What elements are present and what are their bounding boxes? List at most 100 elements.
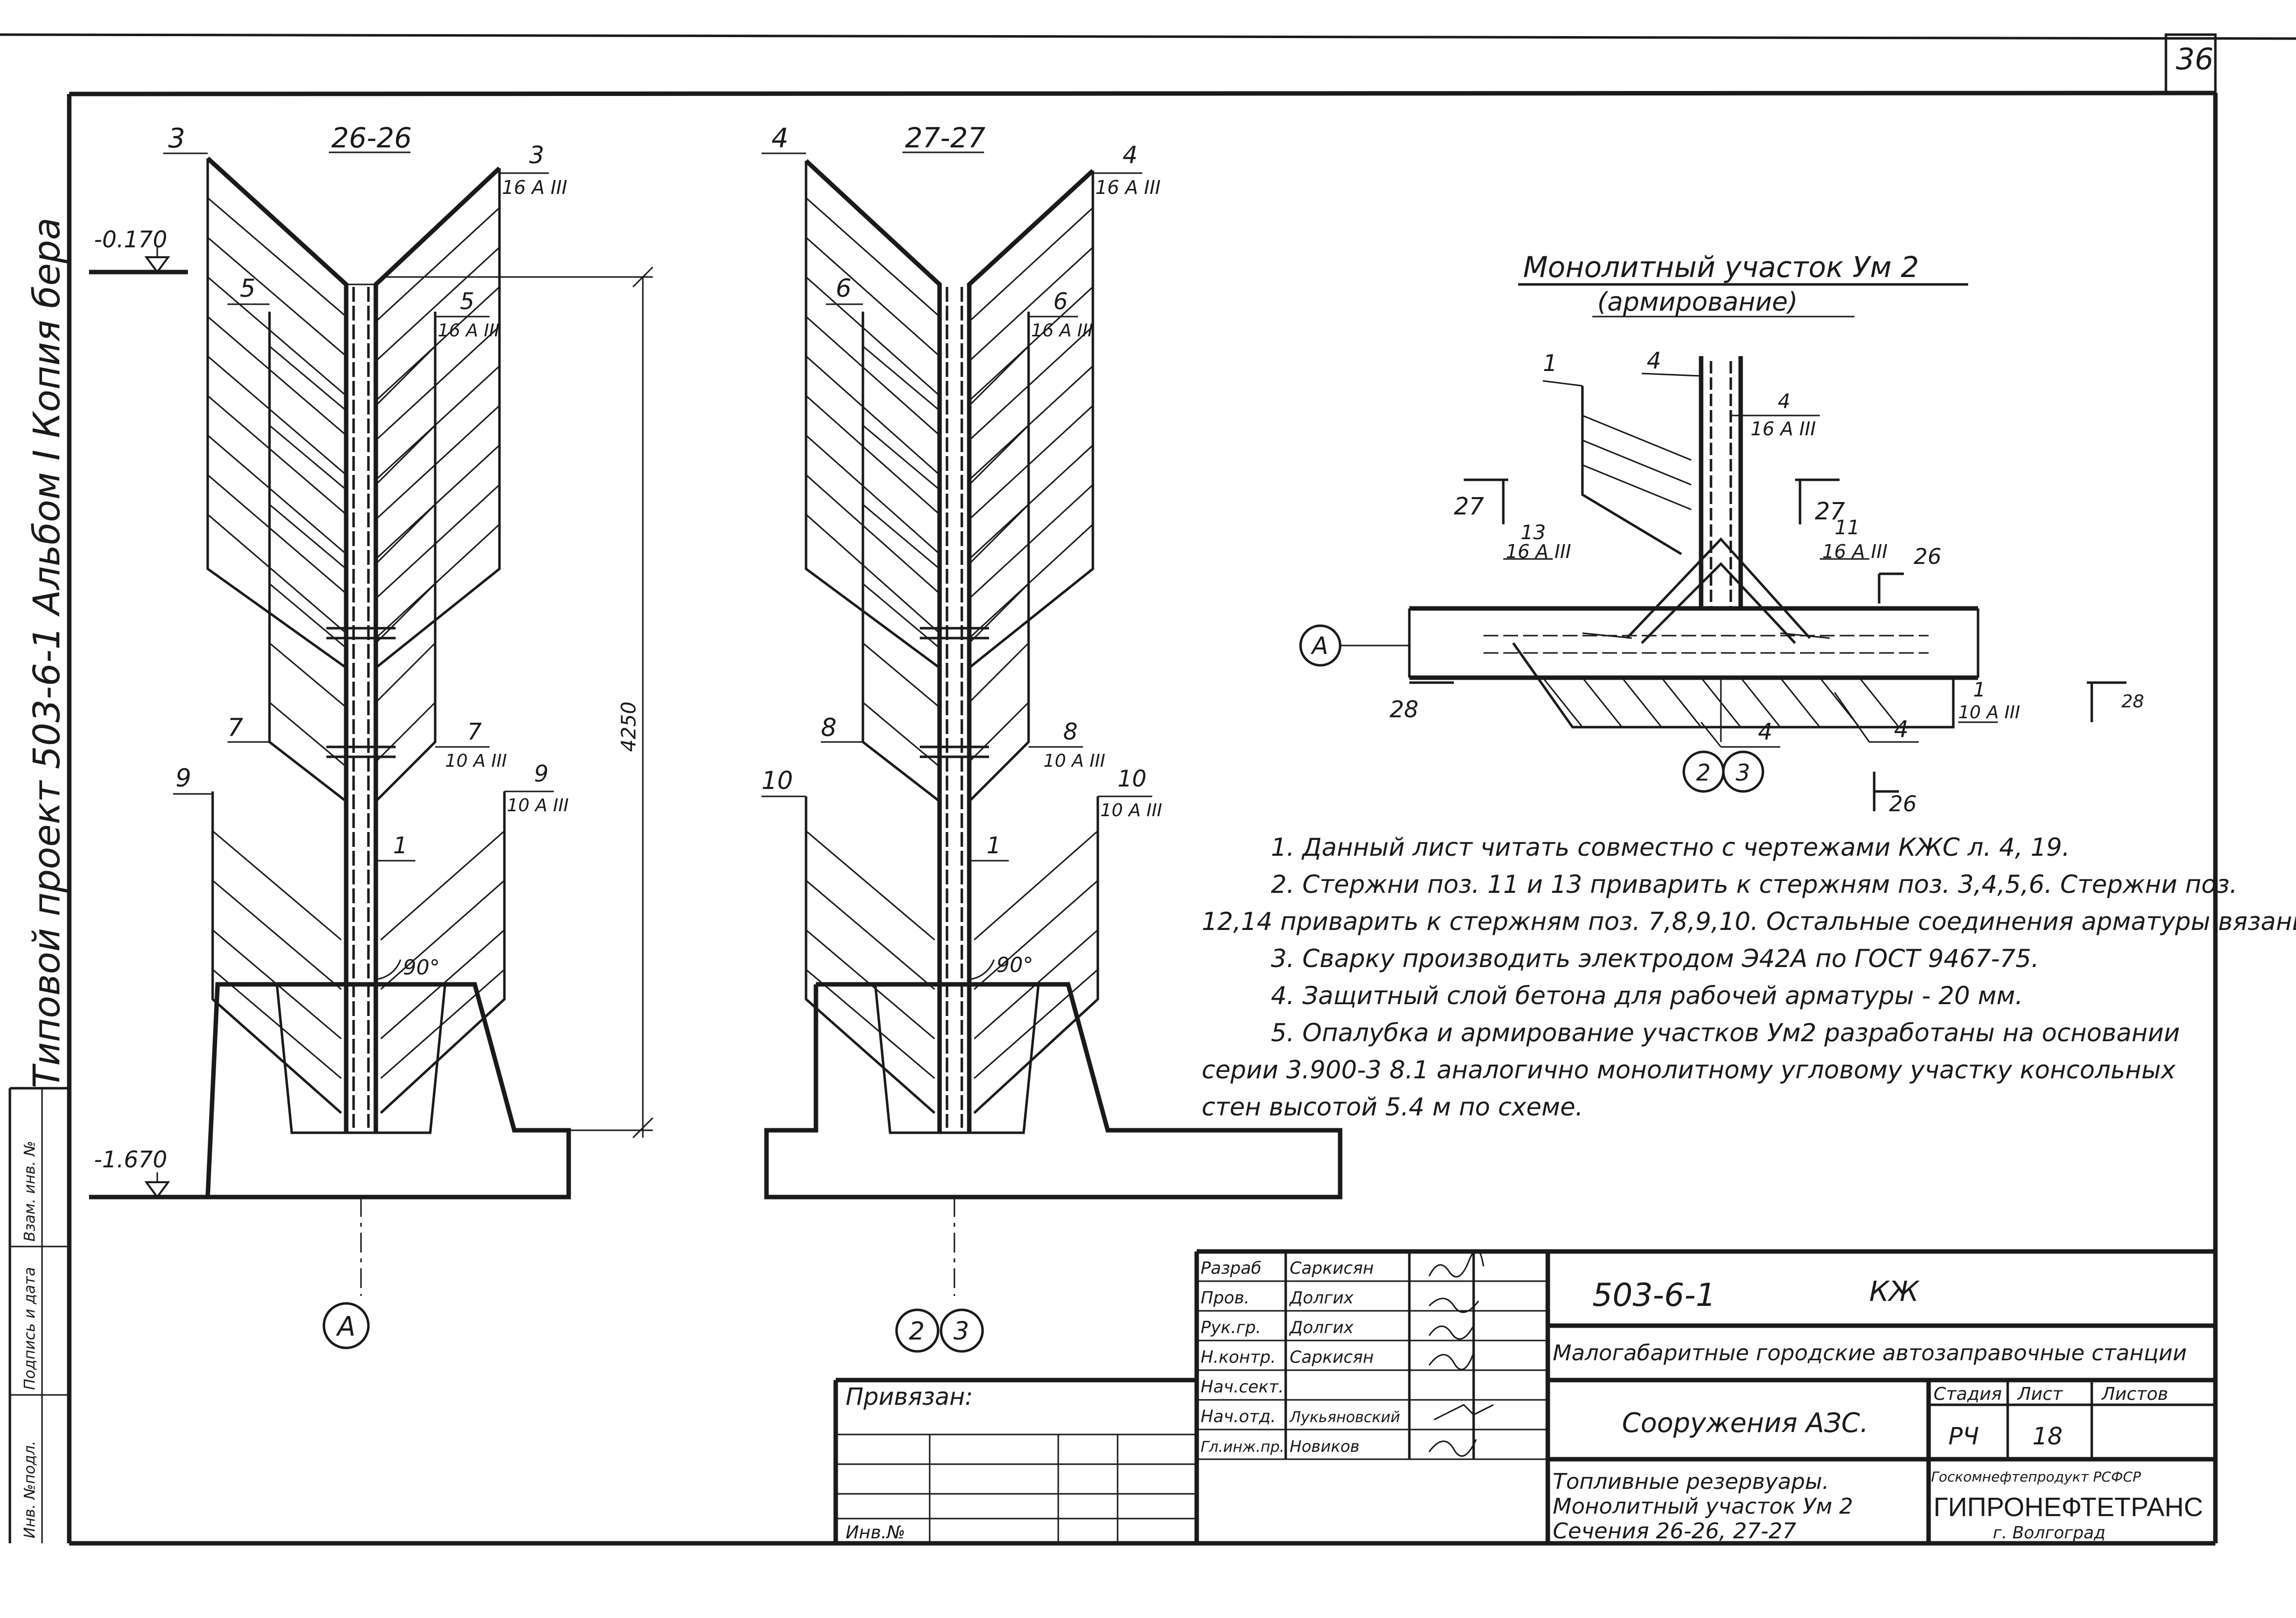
plan-pos-4b: 4 [1778,390,1790,413]
sheet-frame: 36 [0,33,2296,1546]
section-26-26: 26-26 [89,122,654,1349]
sheet-title-line-3: Сечения 26-26, 27-27 [1553,1519,1796,1544]
section-26-title: 26-26 [331,122,412,154]
angle-27: 90° [996,953,1033,977]
project-code: 503-6-1 [1592,1277,1716,1314]
stage-header: Стадия [1934,1384,2002,1404]
plan-pos-1: 1 [1543,350,1557,376]
pos-label: 5 [240,274,256,303]
margin-box-sign: Подпись и дата [21,1267,39,1390]
plan-pos-1b: 1 [1973,679,1985,701]
staff-role: Разраб [1201,1258,1261,1278]
staff-name: Саркисян [1290,1258,1374,1278]
section-27-axis-label: 3 [953,1317,969,1345]
plan-pos-11-spec: 16 А III [1822,541,1888,562]
pos-label: 6 [836,274,852,303]
plan-view: Монолитный участок Ум 2 (армирование) [1299,250,2144,817]
staff-role: Пров. [1201,1288,1250,1308]
building-name: Сооружения АЗС. [1622,1407,1868,1438]
pos-label: 3 [529,141,544,169]
sheet-title-line-1: Топливные резервуары. [1553,1469,1829,1494]
plan-pos-4c: 4 [1758,718,1772,745]
pos-spec: 10 А III [507,795,569,816]
org-line-3: г. Волгоград [1993,1523,2106,1543]
pos-label: 1 [393,832,407,859]
staff-role: Гл.инж.пр. [1201,1438,1284,1456]
note-2-cont: 12,14 приварить к стержням поз. 7,8,9,10… [1202,907,2296,936]
title-block: Привязан: Инв.№ Разраб Саркисян Пров. До… [833,1249,2215,1544]
sheet-header: Лист [2017,1384,2063,1404]
pos-label: 3 [168,123,185,154]
sheet-number: 36 [2176,42,2213,77]
margin-box-replace: Взам. инв. № [21,1141,39,1242]
staff-name: Долгих [1289,1288,1354,1308]
section-26-axis-label: А [336,1311,356,1342]
inv-no-label: Инв.№ [846,1523,905,1543]
pos-spec: 16 А III [1031,321,1093,341]
level-top: -0.170 [94,226,167,253]
rebar-hatch-right-27 [968,207,1098,1079]
staff-name: Новиков [1290,1437,1359,1456]
note-2: 2. Стержни поз. 11 и 13 приварить к стер… [1271,870,2238,899]
angle-26: 90° [403,955,440,979]
section-27-title: 27-27 [905,122,986,154]
pos-label: 10 [762,766,793,795]
pos-label: 8 [821,713,837,742]
pos-label: 10 [1118,765,1147,792]
cut-26-lower: 26 [1889,791,1917,817]
staff-name: Саркисян [1290,1347,1374,1367]
project-name: Малогабаритные городские автозаправочные… [1553,1341,2187,1366]
sheet-value: 18 [2032,1423,2063,1450]
sheet-title-line-2: Монолитный участок Ум 2 [1553,1494,1853,1519]
section-27-27: 27-27 [762,122,1343,1353]
note-4: 4. Защитный слой бетона для рабочей арма… [1271,981,2023,1010]
plan-pos-13: 13 [1521,521,1546,544]
cut-27-right: 27 [1815,498,1846,525]
pos-spec: 16 А III [438,321,499,341]
pos-label: 9 [176,764,191,792]
drawing-mark: КЖ [1869,1276,1920,1308]
pos-spec: 10 А III [1043,751,1105,771]
staff-role: Н.контр. [1201,1347,1276,1367]
plan-subtitle: (армирование) [1597,287,1798,317]
pos-spec: 16 А III [1095,177,1161,198]
cut-27-left: 27 [1454,493,1485,520]
note-3: 3. Сварку производить электродом Э42А по… [1271,944,2039,973]
note-5-end: стен высотой 5.4 м по схеме. [1202,1093,1583,1121]
staff-role: Рук.гр. [1201,1318,1261,1338]
general-notes: 1. Данный лист читать совместно с чертеж… [1202,833,2296,1121]
sheets-header: Листов [2101,1384,2168,1404]
pos-label: 1 [987,832,1001,859]
left-margin: Типовой проект 503-6-1 Альбом I Копия бе… [8,218,69,1543]
pos-label: 4 [1123,141,1138,169]
note-5-cont: серии 3.900-3 8.1 аналогично монолитному… [1202,1056,2176,1084]
plan-pos-4d: 4 [1894,716,1908,742]
plan-pos-13-spec: 16 А III [1506,541,1571,562]
privyazan-label: Привязан: [846,1383,973,1411]
staff-role: Нач.отд. [1201,1407,1276,1427]
plan-title: Монолитный участок Ум 2 [1523,250,1919,284]
org-line-2: ГИПРОНЕФТЕТРАНС [1934,1492,2203,1522]
pos-spec: 10 А III [1100,800,1162,821]
plan-axis-a: А [1310,632,1328,660]
pos-spec: 16 А III [502,177,567,198]
dim-height: 4250 [618,701,640,752]
pos-label: 8 [1063,718,1078,745]
plan-pos-4-spec: 16 А III [1751,418,1816,440]
plan-axis-3: 3 [1736,759,1750,786]
plan-pos-1-spec: 10 А III [1958,702,2020,723]
plan-pos-4a: 4 [1647,347,1661,374]
rebar-hatch-left-26 [207,197,347,1079]
cut-28-left: 28 [1390,696,1419,723]
pos-label: 7 [227,713,243,742]
staff-name: Лукьяновский [1289,1409,1400,1426]
staff-name: Долгих [1289,1318,1354,1338]
pos-label: 9 [534,760,548,787]
signature-marks [1428,1249,1494,1457]
stage-value: РЧ [1948,1423,1979,1450]
margin-title: Типовой проект 503-6-1 Альбом I Копия бе… [26,218,68,1088]
rebar-hatch-left-27 [806,197,940,1079]
pos-label: 5 [460,288,474,315]
org-line-1: Госкомнефтепродукт РСФСР [1931,1469,2141,1485]
